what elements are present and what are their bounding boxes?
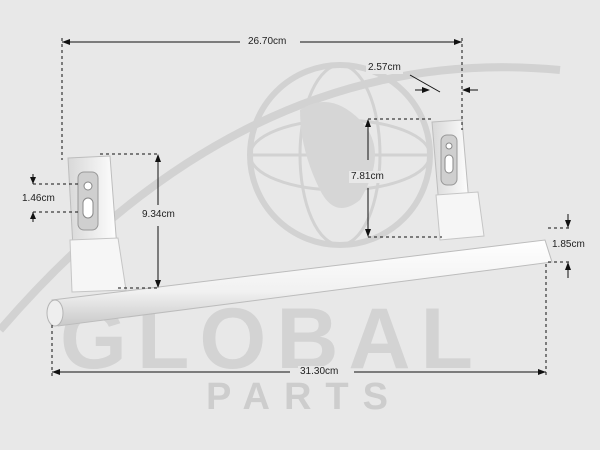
dim-slot-height: 1.46cm bbox=[20, 193, 57, 205]
dim-right-bracket-height: 7.81cm bbox=[349, 171, 386, 183]
dimension-lines bbox=[32, 38, 570, 376]
dimension-arrowheads bbox=[30, 39, 571, 375]
watermark-sub: PARTS bbox=[206, 376, 402, 418]
handle-bar bbox=[46, 239, 553, 327]
dim-bar-length: 31.30cm bbox=[298, 366, 341, 378]
dim-bar-diameter: 1.85cm bbox=[550, 239, 587, 251]
dim-bracket-depth: 2.57cm bbox=[366, 62, 403, 74]
left-bracket bbox=[67, 155, 127, 293]
dim-overall-mount-width: 26.70cm bbox=[246, 36, 289, 48]
dim-left-bracket-height: 9.34cm bbox=[140, 209, 177, 221]
right-bracket bbox=[431, 119, 485, 241]
